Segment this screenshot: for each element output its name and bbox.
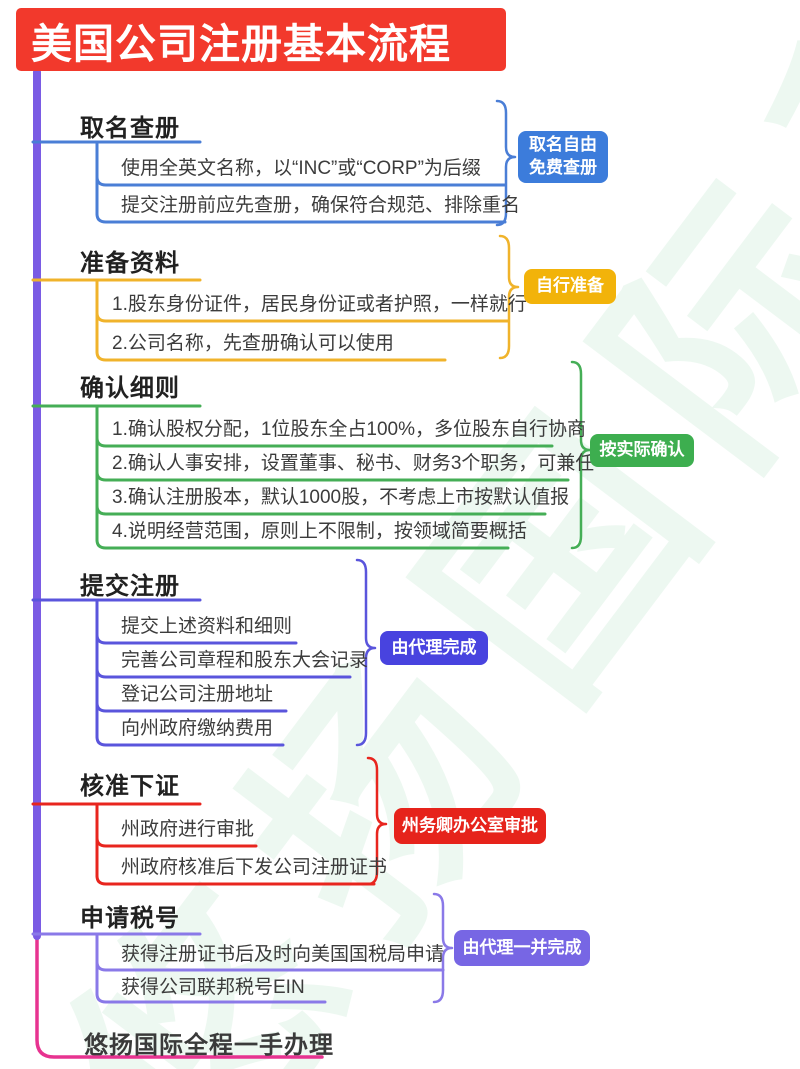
section-3-item-1: 1.确认股权分配，1位股东全占100%，多位股东自行协商	[112, 419, 587, 440]
section-1-item-2: 提交注册前应先查册，确保符合规范、排除重名	[121, 195, 521, 216]
section-4-item-1: 提交上述资料和细则	[121, 616, 293, 637]
section-5-badge: 州务卿办公室审批	[394, 808, 546, 844]
section-6-brace	[432, 892, 454, 1004]
section-4-badge: 由代理完成	[380, 631, 488, 665]
section-6-lines	[31, 892, 454, 1004]
section-1-header: 取名查册	[80, 115, 180, 142]
section-2-item-2: 2.公司名称，先查册确认可以使用	[112, 333, 394, 354]
section-1-badge: 取名自由 免费查册	[518, 131, 608, 183]
section-1-badge-line-1: 取名自由	[529, 135, 597, 155]
section-1-item-1: 使用全英文名称，以“INC”或“CORP”为后缀	[121, 158, 481, 179]
section-1-brace	[495, 99, 517, 227]
section-3-header: 确认细则	[80, 375, 180, 402]
section-1-lines	[31, 99, 517, 227]
footer-branch-line	[35, 928, 324, 1059]
section-4-brace	[355, 558, 377, 747]
section-3-item-2: 2.确认人事安排，设置董事、秘书、财务3个职务，可兼任	[112, 453, 595, 474]
section-6-badge: 由代理一并完成	[454, 930, 590, 966]
section-2-item-1: 1.股东身份证件，居民身份证或者护照，一样就行	[112, 294, 527, 315]
section-6-item-2: 获得公司联邦税号EIN	[121, 977, 305, 998]
section-4-item-3: 登记公司注册地址	[121, 684, 274, 705]
section-4-header: 提交注册	[80, 573, 180, 600]
section-6-header: 申请税号	[80, 905, 180, 932]
section-3-lines	[31, 360, 592, 550]
section-3-badge: 按实际确认	[590, 434, 694, 467]
section-5-lines	[31, 756, 388, 886]
page-title: 美国公司注册基本流程	[31, 20, 451, 67]
section-3-item-4: 4.说明经营范围，原则上不限制，按领域简要概括	[112, 521, 527, 542]
title-banner: 美国公司注册基本流程	[16, 8, 506, 71]
section-1-badge-line-2: 免费查册	[529, 158, 597, 177]
section-2-brace	[498, 234, 520, 360]
section-5-item-2: 州政府核准后下发公司注册证书	[121, 857, 388, 878]
section-4-lines	[31, 558, 377, 747]
section-3-item-3: 3.确认注册股本，默认1000股，不考虑上市按默认值报	[112, 487, 570, 508]
section-4-item-2: 完善公司章程和股东大会记录	[121, 650, 369, 671]
section-2-lines	[31, 234, 520, 362]
section-4-item-4: 向州政府缴纳费用	[121, 718, 274, 739]
section-5-item-1: 州政府进行审批	[121, 819, 255, 840]
section-5-brace	[366, 756, 388, 886]
footer-title: 悠扬国际全程一手办理	[84, 1032, 334, 1059]
section-6-item-1: 获得注册证书后及时向美国国税局申请	[121, 944, 445, 965]
section-5-header: 核准下证	[80, 773, 180, 800]
section-2-badge: 自行准备	[524, 269, 616, 304]
section-2-header: 准备资料	[80, 250, 180, 277]
